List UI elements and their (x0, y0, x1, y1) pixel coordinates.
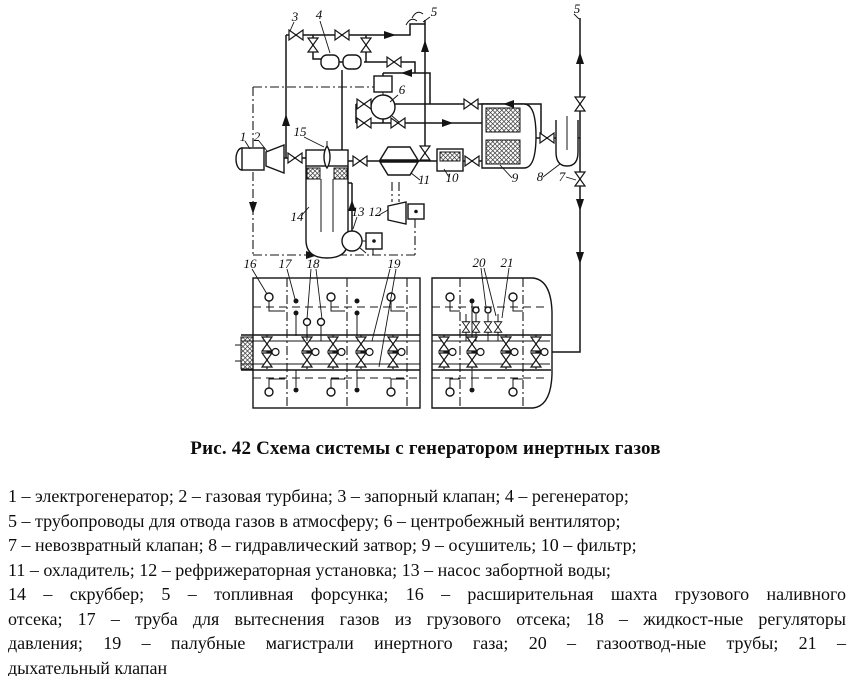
refrigeration-unit-12 (387, 201, 425, 225)
callout-13: 13 (352, 204, 366, 219)
deck-fittings (264, 292, 523, 397)
legend-line: 14 – скруббер; 5 – топливная форсунка; 1… (8, 584, 846, 604)
scrubber-14 (305, 141, 349, 259)
legend-line: дыхательный клапан (8, 657, 168, 676)
callout-4: 4 (316, 7, 323, 22)
callout-18: 18 (307, 256, 321, 271)
figure-caption: Рис. 42 Схема системы с генератором инер… (190, 438, 661, 459)
callout-5-vent: 5 (574, 1, 581, 16)
sea-water-pump-13 (341, 230, 383, 254)
callout-12: 12 (369, 204, 383, 219)
shore-flange (240, 336, 254, 370)
inert-gas-system-diagram: 1 2 3 4 5 5 6 7 8 9 10 11 12 13 14 15 16… (235, 1, 586, 409)
flow-arrows (282, 31, 584, 264)
callout-5-stack: 5 (431, 4, 438, 19)
legend-line: 7 – невозвратный клапан; 8 – гидравличес… (8, 535, 637, 555)
callout-1: 1 (240, 129, 247, 144)
callout-7: 7 (559, 169, 566, 184)
regenerator-4 (320, 54, 362, 70)
callout-19: 19 (388, 256, 402, 271)
callout-10: 10 (446, 170, 460, 185)
centrifugal-fan-6 (370, 75, 400, 123)
callout-leaders (244, 13, 580, 368)
callout-17: 17 (279, 256, 293, 271)
legend-line: 1 – электрогенератор; 2 – газовая турбин… (8, 486, 629, 506)
cooler-11 (378, 146, 420, 176)
callout-3: 3 (291, 9, 299, 24)
gas-turbine-2 (265, 143, 285, 175)
callout-21: 21 (501, 255, 514, 270)
fuel-injector-15 (323, 141, 331, 170)
breather-valve-cluster (461, 306, 503, 341)
electro-generator-1 (235, 147, 265, 171)
callout-numbers: 1 2 3 4 5 5 6 7 8 9 10 11 12 13 14 15 16… (240, 1, 581, 271)
callout-8: 8 (537, 169, 544, 184)
callout-15: 15 (294, 124, 308, 139)
shutoff-valve-3 (288, 29, 304, 41)
callout-9: 9 (512, 170, 519, 185)
non-return-valve-7 (574, 171, 586, 187)
legend-line: 11 – охладитель; 12 – рефрижераторная ус… (8, 559, 611, 580)
dryer-9 (481, 103, 537, 169)
callout-6: 6 (399, 82, 406, 97)
figure-legend: 1 – электрогенератор; 2 – газовая турбин… (8, 484, 846, 676)
legend-line: давления; 19 – палубные магистрали инерт… (8, 633, 846, 653)
legend-line: 5 – трубопроводы для отвода газов в атмо… (8, 510, 621, 531)
callout-14: 14 (291, 209, 305, 224)
callout-11: 11 (418, 172, 430, 187)
callout-2: 2 (254, 129, 261, 144)
filter-10 (436, 148, 464, 172)
hydraulic-seal-8 (555, 116, 579, 167)
deck-section (235, 277, 553, 409)
callout-16: 16 (244, 256, 258, 271)
callout-20: 20 (473, 255, 487, 270)
legend-line: отсека; 17 – труба для вытеснения газов … (8, 608, 846, 629)
